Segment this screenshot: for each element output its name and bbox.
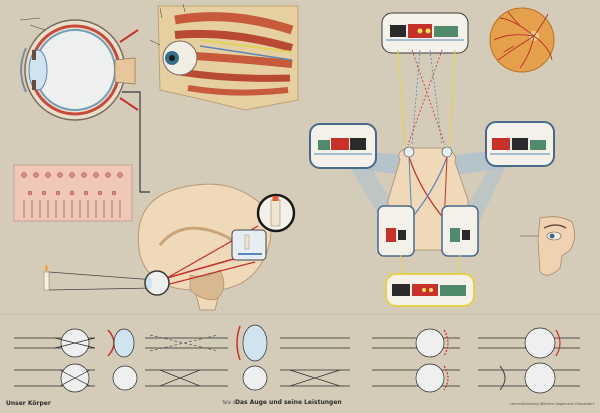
visual-cortex-detail [231, 229, 267, 261]
train-scene-top [381, 12, 469, 54]
retina-fundus-illustration [489, 7, 555, 73]
poster-title: Das Auge und seine Leistungen [235, 399, 342, 406]
brain-sagittal-illustration [137, 183, 272, 311]
eye-muscles-illustration [149, 3, 299, 111]
eye-cross-section-illustration [19, 17, 139, 121]
series-title: Unser Körper [6, 400, 51, 407]
plate-label: Tafel 4 [222, 400, 236, 405]
candle-icon [43, 264, 50, 291]
retina-cells-illustration [13, 164, 133, 222]
train-scene-bottom [385, 273, 475, 307]
face-profile-illustration [520, 216, 575, 276]
cortex-projection-right [441, 205, 479, 257]
cortex-projection-left [377, 205, 415, 257]
magnifier-illustration [256, 193, 296, 233]
train-scene-right [485, 121, 555, 167]
publisher-label: Lehrmittelverlag Wilhelm Hagemann Düssel… [509, 402, 594, 406]
train-scene-left [309, 123, 377, 169]
optics-diagram-row [14, 324, 580, 394]
poster-footer: Unser Körper Tafel 4 Das Auge und seine … [0, 398, 600, 413]
